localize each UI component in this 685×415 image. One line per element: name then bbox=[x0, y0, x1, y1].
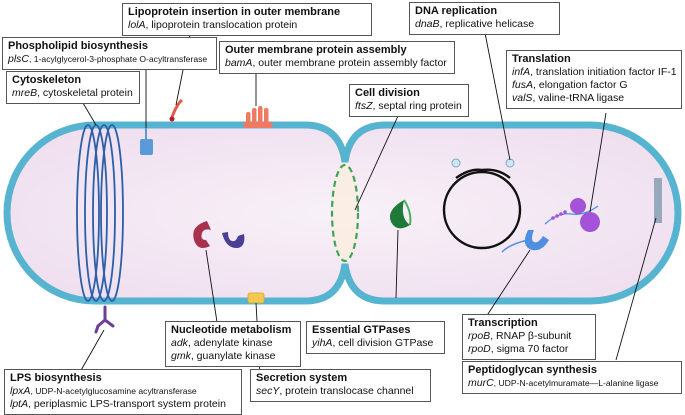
gene-name: plsC bbox=[8, 53, 30, 66]
gene-row: infA, translation initiation factor IF-1 bbox=[512, 66, 677, 79]
box-title: Phospholipid biosynthesis bbox=[8, 40, 148, 52]
gene-desc: , lipoprotein translocation protein bbox=[145, 19, 298, 32]
gene-desc: , protein translocase channel bbox=[279, 385, 414, 398]
gene-desc: , elongation factor G bbox=[533, 79, 628, 92]
lipoprotein-insertion-box: Lipoprotein insertion in outer membrane … bbox=[122, 3, 372, 37]
gene-name: infA bbox=[512, 66, 531, 79]
rnap-icon bbox=[524, 230, 549, 251]
gene-row: fusA, elongation factor G bbox=[512, 79, 676, 92]
gene-row: ftsZ, septal ring protein bbox=[355, 100, 463, 113]
gene-desc: , valine-tRNA ligase bbox=[532, 92, 625, 104]
outer-membrane-assembly-box: Outer membrane protein assembly bamA, ou… bbox=[219, 41, 455, 75]
ribosome-icon bbox=[551, 198, 600, 232]
gene-name: valS bbox=[512, 92, 533, 104]
lola-lipoprotein-icon bbox=[170, 98, 184, 118]
phospholipid-biosynthesis-box: Phospholipid biosynthesis plsC, 1-acylgl… bbox=[2, 37, 217, 71]
septum bbox=[331, 163, 359, 263]
gene-row: gmk, guanylate kinase bbox=[171, 350, 295, 363]
box-title: Transcription bbox=[468, 317, 538, 329]
cytoskeleton-box: Cytoskeleton mreB, cytoskeletal protein bbox=[6, 71, 140, 105]
gene-row: secY, protein translocase channel bbox=[256, 385, 425, 398]
peptidoglycan-synthesis-box: Peptidoglycan synthesis murC, UDP-N-acet… bbox=[462, 361, 682, 395]
gene-row: rpoB, RNAP β-subunit bbox=[468, 330, 590, 343]
gene-row: plsC, 1-acylglycerol-3-phosphate O-acylt… bbox=[8, 53, 211, 66]
gene-row: lolA, lipoprotein translocation protein bbox=[128, 19, 366, 32]
gene-row: yihA, cell division GTPase bbox=[312, 337, 439, 350]
gene-name: lolA bbox=[128, 19, 146, 32]
box-title: Cytoskeleton bbox=[12, 74, 82, 86]
lps-icon bbox=[94, 305, 115, 334]
gene-name: murC bbox=[468, 377, 494, 390]
box-title: LPS biosynthesis bbox=[10, 372, 102, 384]
ftsz-ring-icon bbox=[330, 163, 360, 263]
translation-box: Translation infA, translation initiation… bbox=[506, 50, 682, 109]
gene-desc: , adenylate kinase bbox=[187, 337, 273, 350]
gene-desc: , outer membrane protein assembly factor bbox=[252, 57, 447, 70]
gene-name: rpoD bbox=[468, 343, 491, 356]
dnab-helicase-icon bbox=[451, 158, 461, 168]
gmk-kinase-icon bbox=[222, 232, 245, 249]
gene-row: dnaB, replicative helicase bbox=[415, 18, 554, 31]
gene-desc: , cell division GTPase bbox=[332, 337, 434, 350]
peptidoglycan-icon bbox=[654, 178, 662, 223]
gene-row: lpxA, UDP-N-acetylglucosamine acyltransf… bbox=[10, 385, 236, 398]
gene-name: secY bbox=[256, 385, 280, 398]
gene-desc: , 1-acylglycerol-3-phosphate O-acyltrans… bbox=[29, 54, 208, 65]
gene-name: ftsZ bbox=[355, 100, 373, 113]
leader-lines bbox=[79, 32, 657, 376]
nucleotide-metabolism-box: Nucleotide metabolism adk, adenylate kin… bbox=[165, 321, 301, 367]
box-title: Essential GTPases bbox=[312, 324, 411, 336]
gene-row: lptA, periplasmic LPS-transport system p… bbox=[10, 398, 236, 411]
gene-row: valS, valine-tRNA ligase bbox=[512, 92, 676, 105]
gene-name: gmk bbox=[171, 350, 191, 363]
gene-row: bamA, outer membrane protein assembly fa… bbox=[225, 57, 449, 70]
box-title: Translation bbox=[512, 53, 571, 65]
box-title: DNA replication bbox=[415, 5, 498, 17]
dna-replication-box: DNA replication dnaB, replicative helica… bbox=[409, 2, 560, 36]
gene-desc: , septal ring protein bbox=[372, 100, 462, 113]
gene-desc: , UDP-N-acetylglucosamine acyltransferas… bbox=[30, 386, 197, 397]
plsc-protein-icon bbox=[140, 139, 153, 155]
box-title: Secretion system bbox=[256, 372, 348, 384]
box-title: Peptidoglycan synthesis bbox=[468, 364, 597, 376]
gene-name: yihA bbox=[312, 337, 333, 350]
essential-gtpases-box: Essential GTPases yihA, cell division GT… bbox=[306, 321, 445, 355]
box-title: Nucleotide metabolism bbox=[171, 324, 292, 336]
gene-name: mreB bbox=[12, 87, 38, 100]
gene-desc: , periplasmic LPS-transport system prote… bbox=[28, 398, 226, 411]
mreb-cytoskeleton-icon bbox=[76, 124, 124, 302]
gene-desc: , sigma 70 factor bbox=[490, 343, 569, 356]
gene-name: rpoB bbox=[468, 330, 491, 343]
gene-name: lpxA bbox=[10, 385, 31, 398]
gene-desc: , guanylate kinase bbox=[190, 350, 276, 363]
gene-desc: , translation initiation factor IF-1 bbox=[530, 66, 677, 79]
lps-biosynthesis-box: LPS biosynthesis lpxA, UDP-N-acetylgluco… bbox=[4, 369, 242, 415]
gene-row: rpoD, sigma 70 factor bbox=[468, 343, 590, 356]
gene-desc: , UDP-N-acetylmuramate—L-alanine ligase bbox=[493, 378, 659, 389]
gene-desc: , RNAP β-subunit bbox=[490, 330, 572, 343]
dnab-helicase-icon bbox=[505, 158, 515, 168]
box-title: Lipoprotein insertion in outer membrane bbox=[128, 6, 341, 18]
adk-kinase-icon bbox=[193, 221, 211, 248]
box-title: Outer membrane protein assembly bbox=[225, 44, 407, 56]
secy-channel-icon bbox=[247, 292, 265, 304]
gene-desc: , cytoskeletal protein bbox=[37, 87, 133, 100]
gene-name: dnaB bbox=[415, 18, 440, 31]
gene-name: bamA bbox=[225, 57, 253, 70]
gene-name: adk bbox=[171, 337, 188, 350]
gene-row: murC, UDP-N-acetylmuramate—L-alanine lig… bbox=[468, 377, 676, 390]
chromosome-icon bbox=[442, 168, 522, 250]
gene-row: adk, adenylate kinase bbox=[171, 337, 295, 350]
gene-name: fusA bbox=[512, 79, 534, 92]
secretion-system-box: Secretion system secY, protein transloca… bbox=[250, 369, 431, 403]
gene-name: lptA bbox=[10, 398, 29, 411]
box-title: Cell division bbox=[355, 87, 420, 99]
cell-division-box: Cell division ftsZ, septal ring protein bbox=[349, 84, 469, 118]
bama-barrel-icon bbox=[243, 106, 273, 128]
yiha-gtpase-icon bbox=[389, 200, 410, 229]
transcription-box: Transcription rpoB, RNAP β-subunit rpoD,… bbox=[462, 314, 596, 360]
gene-desc: , replicative helicase bbox=[439, 18, 535, 31]
gene-row: mreB, cytoskeletal protein bbox=[12, 87, 134, 100]
